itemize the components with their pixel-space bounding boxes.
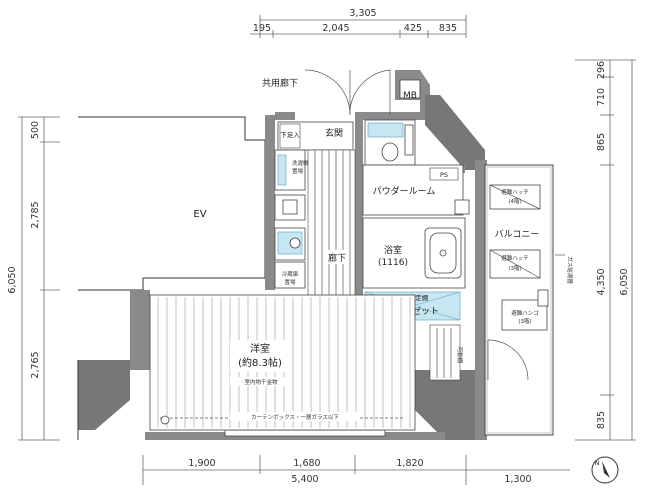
- label-corridor: 廊下: [328, 252, 346, 264]
- dim-left-outer: 6,050: [7, 266, 18, 293]
- dim-top-seg-3: 425: [404, 23, 422, 34]
- dim-top-total: 3,305: [349, 8, 376, 19]
- dim-right-outer: 6,050: [619, 268, 630, 295]
- dim-left-seg-1: 500: [30, 121, 41, 139]
- label-western-room: 洋室: [250, 342, 270, 355]
- north-arrow-icon: N: [591, 456, 619, 484]
- label-washer: 洗濯機: [292, 159, 309, 167]
- label-washer-sub: 置場: [292, 167, 304, 175]
- bottom-dimensions: 1,900 1,680 1,820 5,400 1,300: [142, 455, 570, 485]
- label-curtain: カーテンボックス・一層ガラス以下: [251, 413, 339, 421]
- label-hanger: 避難ハンゴ: [511, 309, 539, 317]
- dim-right-seg-2: 710: [596, 88, 607, 106]
- powder-room: パウダールーム PS: [362, 164, 470, 216]
- top-dimensions: 3,305 195 2,045 425 835: [250, 8, 467, 38]
- label-bath: 浴室: [384, 244, 402, 256]
- dim-left-seg-3: 2,765: [30, 351, 41, 378]
- dim-top-seg-1: 195: [253, 23, 271, 34]
- toilet-room: [364, 119, 416, 166]
- label-hatch-2: 避難ハッチ: [501, 254, 529, 262]
- label-hatch-2-sub: (3階): [508, 264, 521, 272]
- label-ps: PS: [440, 171, 448, 179]
- dim-right-seg-5: 835: [596, 411, 607, 429]
- dim-bottom-seg-3: 1,820: [396, 458, 423, 469]
- label-refrigerator-sub: 置場: [284, 278, 296, 286]
- storage: 可動棚: [429, 324, 464, 381]
- dim-top-seg-2: 2,045: [322, 23, 349, 34]
- dim-bottom-seg-2: 1,680: [293, 458, 320, 469]
- label-gas-meter: ガス給湯器: [566, 256, 574, 284]
- surroundings: [77, 69, 487, 440]
- dim-left-seg-2: 2,785: [30, 201, 41, 228]
- label-shoe-stand: 下足入: [280, 131, 300, 139]
- bathroom: 浴室 (1116): [362, 217, 466, 289]
- label-mb: MB: [403, 91, 417, 101]
- laundry-area: 洗濯機 置場 冷蔵庫 置場: [274, 149, 309, 289]
- label-hatch-1-sub: (4階): [508, 197, 521, 205]
- label-refrigerator: 冷蔵庫: [282, 270, 299, 278]
- right-dimensions: 296 710 865 4,350 835 6,050: [575, 59, 636, 441]
- label-common-corridor: 共用廊下: [262, 77, 298, 89]
- label-dryer: 室内物干金物: [244, 378, 278, 386]
- label-western-room-size: (約8.3帖): [238, 356, 282, 369]
- dim-bottom-total: 5,400: [291, 474, 318, 485]
- label-bath-size: (1116): [378, 258, 408, 268]
- label-entrance: 玄関: [325, 127, 343, 139]
- label-storage: 可動棚: [456, 347, 464, 364]
- label-ev: EV: [193, 209, 206, 220]
- dim-bottom-seg-1: 1,900: [188, 458, 215, 469]
- dim-bottom-extra: 1,300: [504, 474, 531, 485]
- label-powder-room: パウダールーム: [373, 185, 436, 197]
- dim-right-seg-1: 296: [596, 61, 607, 79]
- balcony: 避難ハッチ (4階) バルコニー 避難ハッチ (3階) 避難ハンゴ (3階) ガ…: [484, 164, 574, 436]
- entrance-area: 下足入 玄関: [277, 121, 354, 151]
- svg-text:N: N: [595, 459, 600, 467]
- dim-top-seg-4: 835: [439, 23, 457, 34]
- dim-right-seg-4: 4,350: [596, 268, 607, 295]
- label-hanger-sub: (3階): [518, 317, 531, 325]
- label-balcony: バルコニー: [495, 229, 540, 240]
- western-room: 洋室 (約8.3帖) 室内物干金物 カーテンボックス・一層ガラス以下: [149, 294, 416, 431]
- left-dimensions: 6,050 500 2,785 2,765: [7, 116, 60, 441]
- dim-right-seg-3: 865: [596, 133, 607, 151]
- label-hatch-1: 避難ハッチ: [501, 188, 529, 196]
